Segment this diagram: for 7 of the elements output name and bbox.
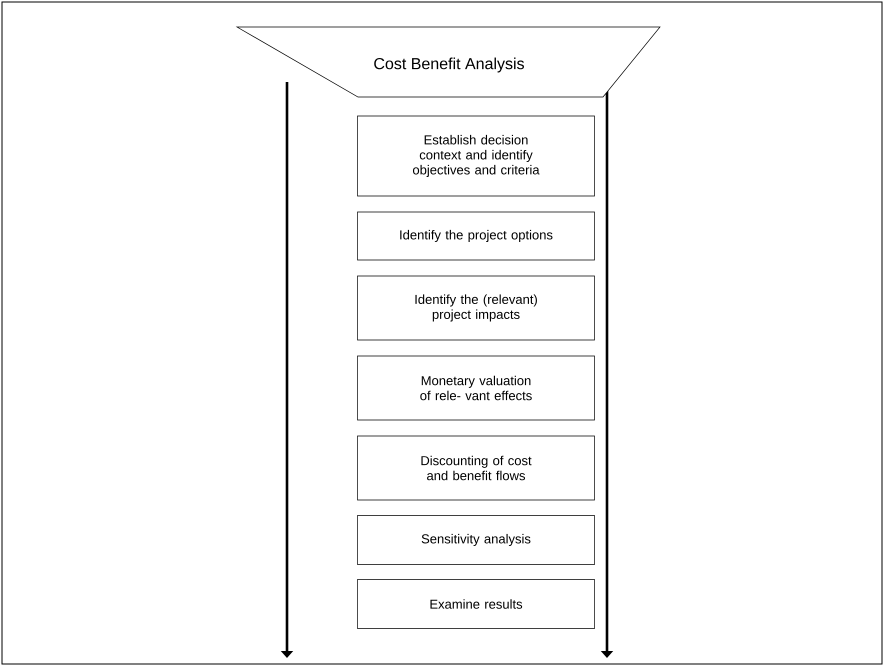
process-box: Identify the (relevant) project impacts: [357, 276, 595, 340]
process-box: Discounting of cost and benefit flows: [357, 436, 595, 500]
process-box: Establish decision context and identify objectives and criteria: [357, 116, 595, 196]
process-box: Monetary valuation of rele- vant effects: [357, 356, 595, 420]
process-box: Sensitivity analysis: [357, 515, 595, 565]
process-box: Identify the project options: [357, 212, 595, 260]
process-box: Examine results: [357, 579, 595, 629]
